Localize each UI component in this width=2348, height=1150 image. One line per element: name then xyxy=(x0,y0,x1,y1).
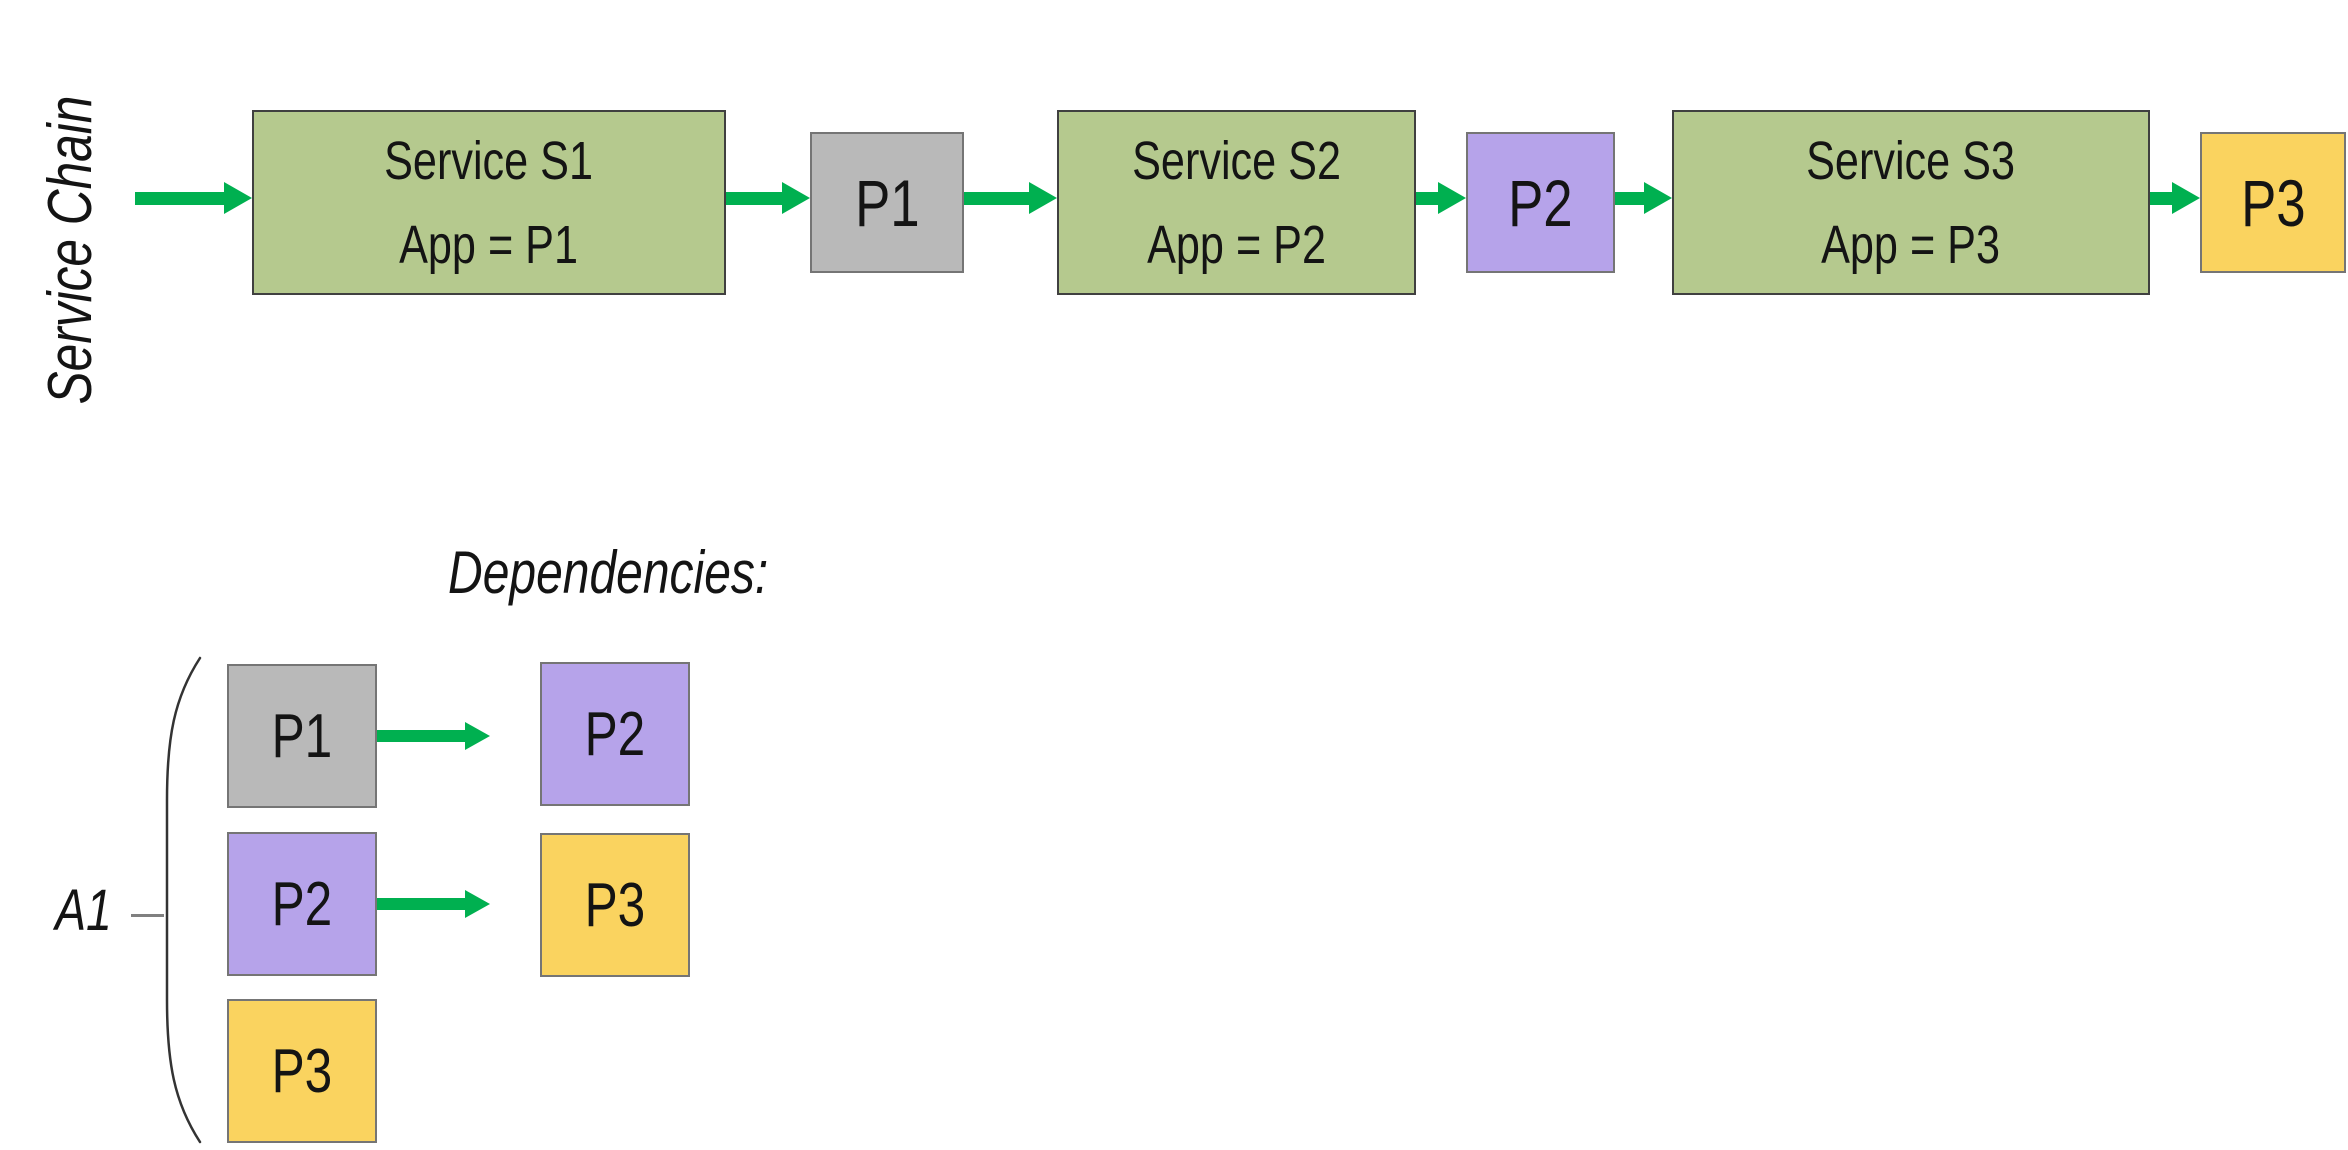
dep-row2-from-box: P2 xyxy=(227,832,377,976)
dep-row2-to-label: P3 xyxy=(584,870,646,940)
service-s1-box: Service S1 App = P1 xyxy=(252,110,726,295)
flow-arrow-s3-p3 xyxy=(2150,182,2200,214)
flow-arrow-into-s1 xyxy=(135,182,252,214)
arrow-shaft xyxy=(377,730,465,742)
flow-arrow-p2-s3 xyxy=(1615,182,1672,214)
group-a1-label-text: A1 xyxy=(54,877,112,943)
arrow-shaft xyxy=(1615,191,1644,205)
dep-row2-from-label: P2 xyxy=(271,869,333,939)
flow-arrow-s2-p2 xyxy=(1416,182,1466,214)
group-brace-path xyxy=(165,656,202,1144)
service-s3-text: Service S3 App = P3 xyxy=(1807,119,2016,287)
arrow-shaft xyxy=(377,898,465,910)
flow-arrow-s1-p1 xyxy=(726,182,810,214)
arrow-head-icon xyxy=(2172,182,2200,214)
dep-row1-to-box: P2 xyxy=(540,662,690,806)
arrow-shaft xyxy=(1416,191,1438,205)
arrow-head-icon xyxy=(465,890,490,918)
arrow-shaft xyxy=(2150,191,2172,205)
packet-p2-label: P2 xyxy=(1508,165,1573,240)
service-s1-title: Service S1 xyxy=(384,130,594,191)
service-s2-subtitle: App = P2 xyxy=(1147,214,1326,275)
arrow-head-icon xyxy=(1438,182,1466,214)
arrow-shaft xyxy=(135,191,224,205)
service-s2-box: Service S2 App = P2 xyxy=(1057,110,1416,295)
packet-p1-box: P1 xyxy=(810,132,964,273)
service-s3-title: Service S3 xyxy=(1806,130,2016,191)
group-tick-line xyxy=(131,914,164,917)
arrow-shaft xyxy=(726,191,782,205)
service-s3-subtitle: App = P3 xyxy=(1821,214,2001,275)
dep-arrow-p1-p2 xyxy=(377,722,490,750)
arrow-head-icon xyxy=(1029,182,1057,214)
service-s1-subtitle: App = P1 xyxy=(399,214,579,275)
dep-row1-from-box: P1 xyxy=(227,664,377,808)
service-chain-label-text: Service Chain xyxy=(35,95,105,405)
service-s3-box: Service S3 App = P3 xyxy=(1672,110,2150,295)
arrow-head-icon xyxy=(224,182,252,214)
arrow-head-icon xyxy=(1644,182,1672,214)
flow-arrow-p1-s2 xyxy=(964,182,1057,214)
group-brace xyxy=(165,656,202,1144)
group-a1-label: A1 xyxy=(28,872,138,948)
packet-p1-label: P1 xyxy=(854,165,920,240)
packet-p3-label: P3 xyxy=(2240,165,2306,240)
service-chain-label: Service Chain xyxy=(25,27,115,473)
dep-row3-from-box: P3 xyxy=(227,999,377,1143)
dependencies-label-text: Dependencies: xyxy=(448,539,769,606)
dep-row1-from-label: P1 xyxy=(271,701,333,771)
packet-p2-box: P2 xyxy=(1466,132,1615,273)
service-s1-text: Service S1 App = P1 xyxy=(385,119,594,287)
dep-arrow-p2-p3 xyxy=(377,890,490,918)
service-s2-title: Service S2 xyxy=(1132,130,1341,191)
packet-p3-box: P3 xyxy=(2200,132,2346,273)
arrow-shaft xyxy=(964,191,1029,205)
service-s2-text: Service S2 App = P2 xyxy=(1132,119,1341,287)
dep-row3-from-label: P3 xyxy=(271,1036,333,1106)
arrow-head-icon xyxy=(465,722,490,750)
arrow-head-icon xyxy=(782,182,810,214)
dep-row1-to-label: P2 xyxy=(584,699,646,769)
dependencies-label: Dependencies: xyxy=(408,538,808,607)
dep-row2-to-box: P3 xyxy=(540,833,690,977)
